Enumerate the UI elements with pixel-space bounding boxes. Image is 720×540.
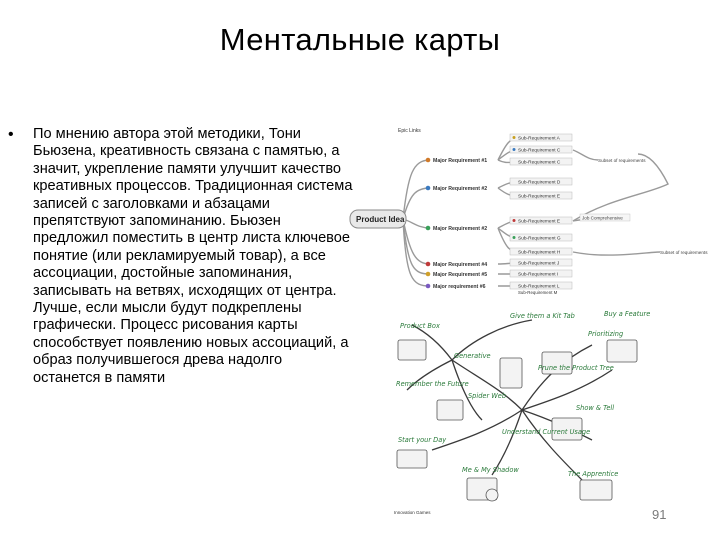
right-note: Subset of requirements	[598, 158, 646, 163]
sketch-node: Prune the Product Tree	[538, 364, 614, 372]
sketch-node: Spider Web	[468, 392, 506, 400]
mindmap-center-node: Product Idea	[356, 215, 405, 224]
sketch-node: Generative	[454, 352, 491, 360]
mindmap-corner-label: Epic Links	[398, 128, 421, 134]
major-requirement-2: Major Requirement #2	[433, 186, 487, 192]
sub-requirement: Sub-Requirement C	[518, 148, 561, 154]
requirements-mind-map: Epic Links Product Idea Major Requiremen…	[349, 128, 708, 295]
sub-requirement: Sub-Requirement L	[518, 284, 560, 290]
page-number: 91	[652, 507, 667, 522]
sub-requirement: Sub-Requirement A	[518, 136, 561, 142]
sub-requirement: Sub-Requirement E	[518, 219, 560, 225]
major-requirement-3: Major Requirement #2	[433, 226, 487, 232]
bullet-marker: •	[8, 126, 14, 143]
sub-requirement: Sub-Requirement I	[518, 272, 558, 278]
sub-requirement: Sub-Requirement C	[518, 160, 561, 166]
sketch-node: The Apprentice	[568, 470, 618, 478]
sketch-node: Understand Current Usage	[502, 428, 590, 436]
sketch-node: Give them a Kit Tab	[510, 312, 575, 320]
sub-requirement: Sub-Requirement H	[518, 250, 561, 256]
major-requirement-4: Major Requirement #4	[433, 262, 487, 268]
sub-requirement: Sub-Requirement G	[518, 236, 561, 242]
sketch-node: Me & My Shadow	[462, 466, 519, 474]
innovation-games-sketch-map: Product Box Give them a Kit Tab Buy a Fe…	[394, 310, 650, 515]
sub-requirement: Sub-Requirement J	[518, 261, 560, 267]
sketch-node: Show & Tell	[576, 404, 614, 412]
slide-title: Ментальные карты	[219, 22, 501, 57]
sketch-node: Start your Day	[398, 436, 446, 444]
sub-requirement: Sub-Requirement M	[518, 290, 558, 295]
major-requirement-5: Major Requirement #5	[433, 272, 487, 278]
sketch-node: Buy a Feature	[604, 310, 650, 318]
sketch-footer: Innovation Games	[394, 510, 431, 515]
sub-requirement: Sub-Requirement D	[518, 180, 561, 186]
major-requirement-1: Major Requirement #1	[433, 158, 487, 164]
sub-requirement: Sub-Requirement E	[518, 194, 560, 200]
sketch-node: Product Box	[400, 322, 440, 330]
right-note: Job Comprehensive	[582, 216, 623, 221]
sketch-node: Remember the Future	[396, 380, 469, 388]
sketch-node: Prioritizing	[588, 330, 623, 338]
major-requirement-6: Major requirement #6	[433, 284, 486, 290]
bullet-text: По мнению автора этой методики, Тони Бью…	[33, 126, 353, 386]
right-note: Subset of requirements	[660, 250, 708, 255]
